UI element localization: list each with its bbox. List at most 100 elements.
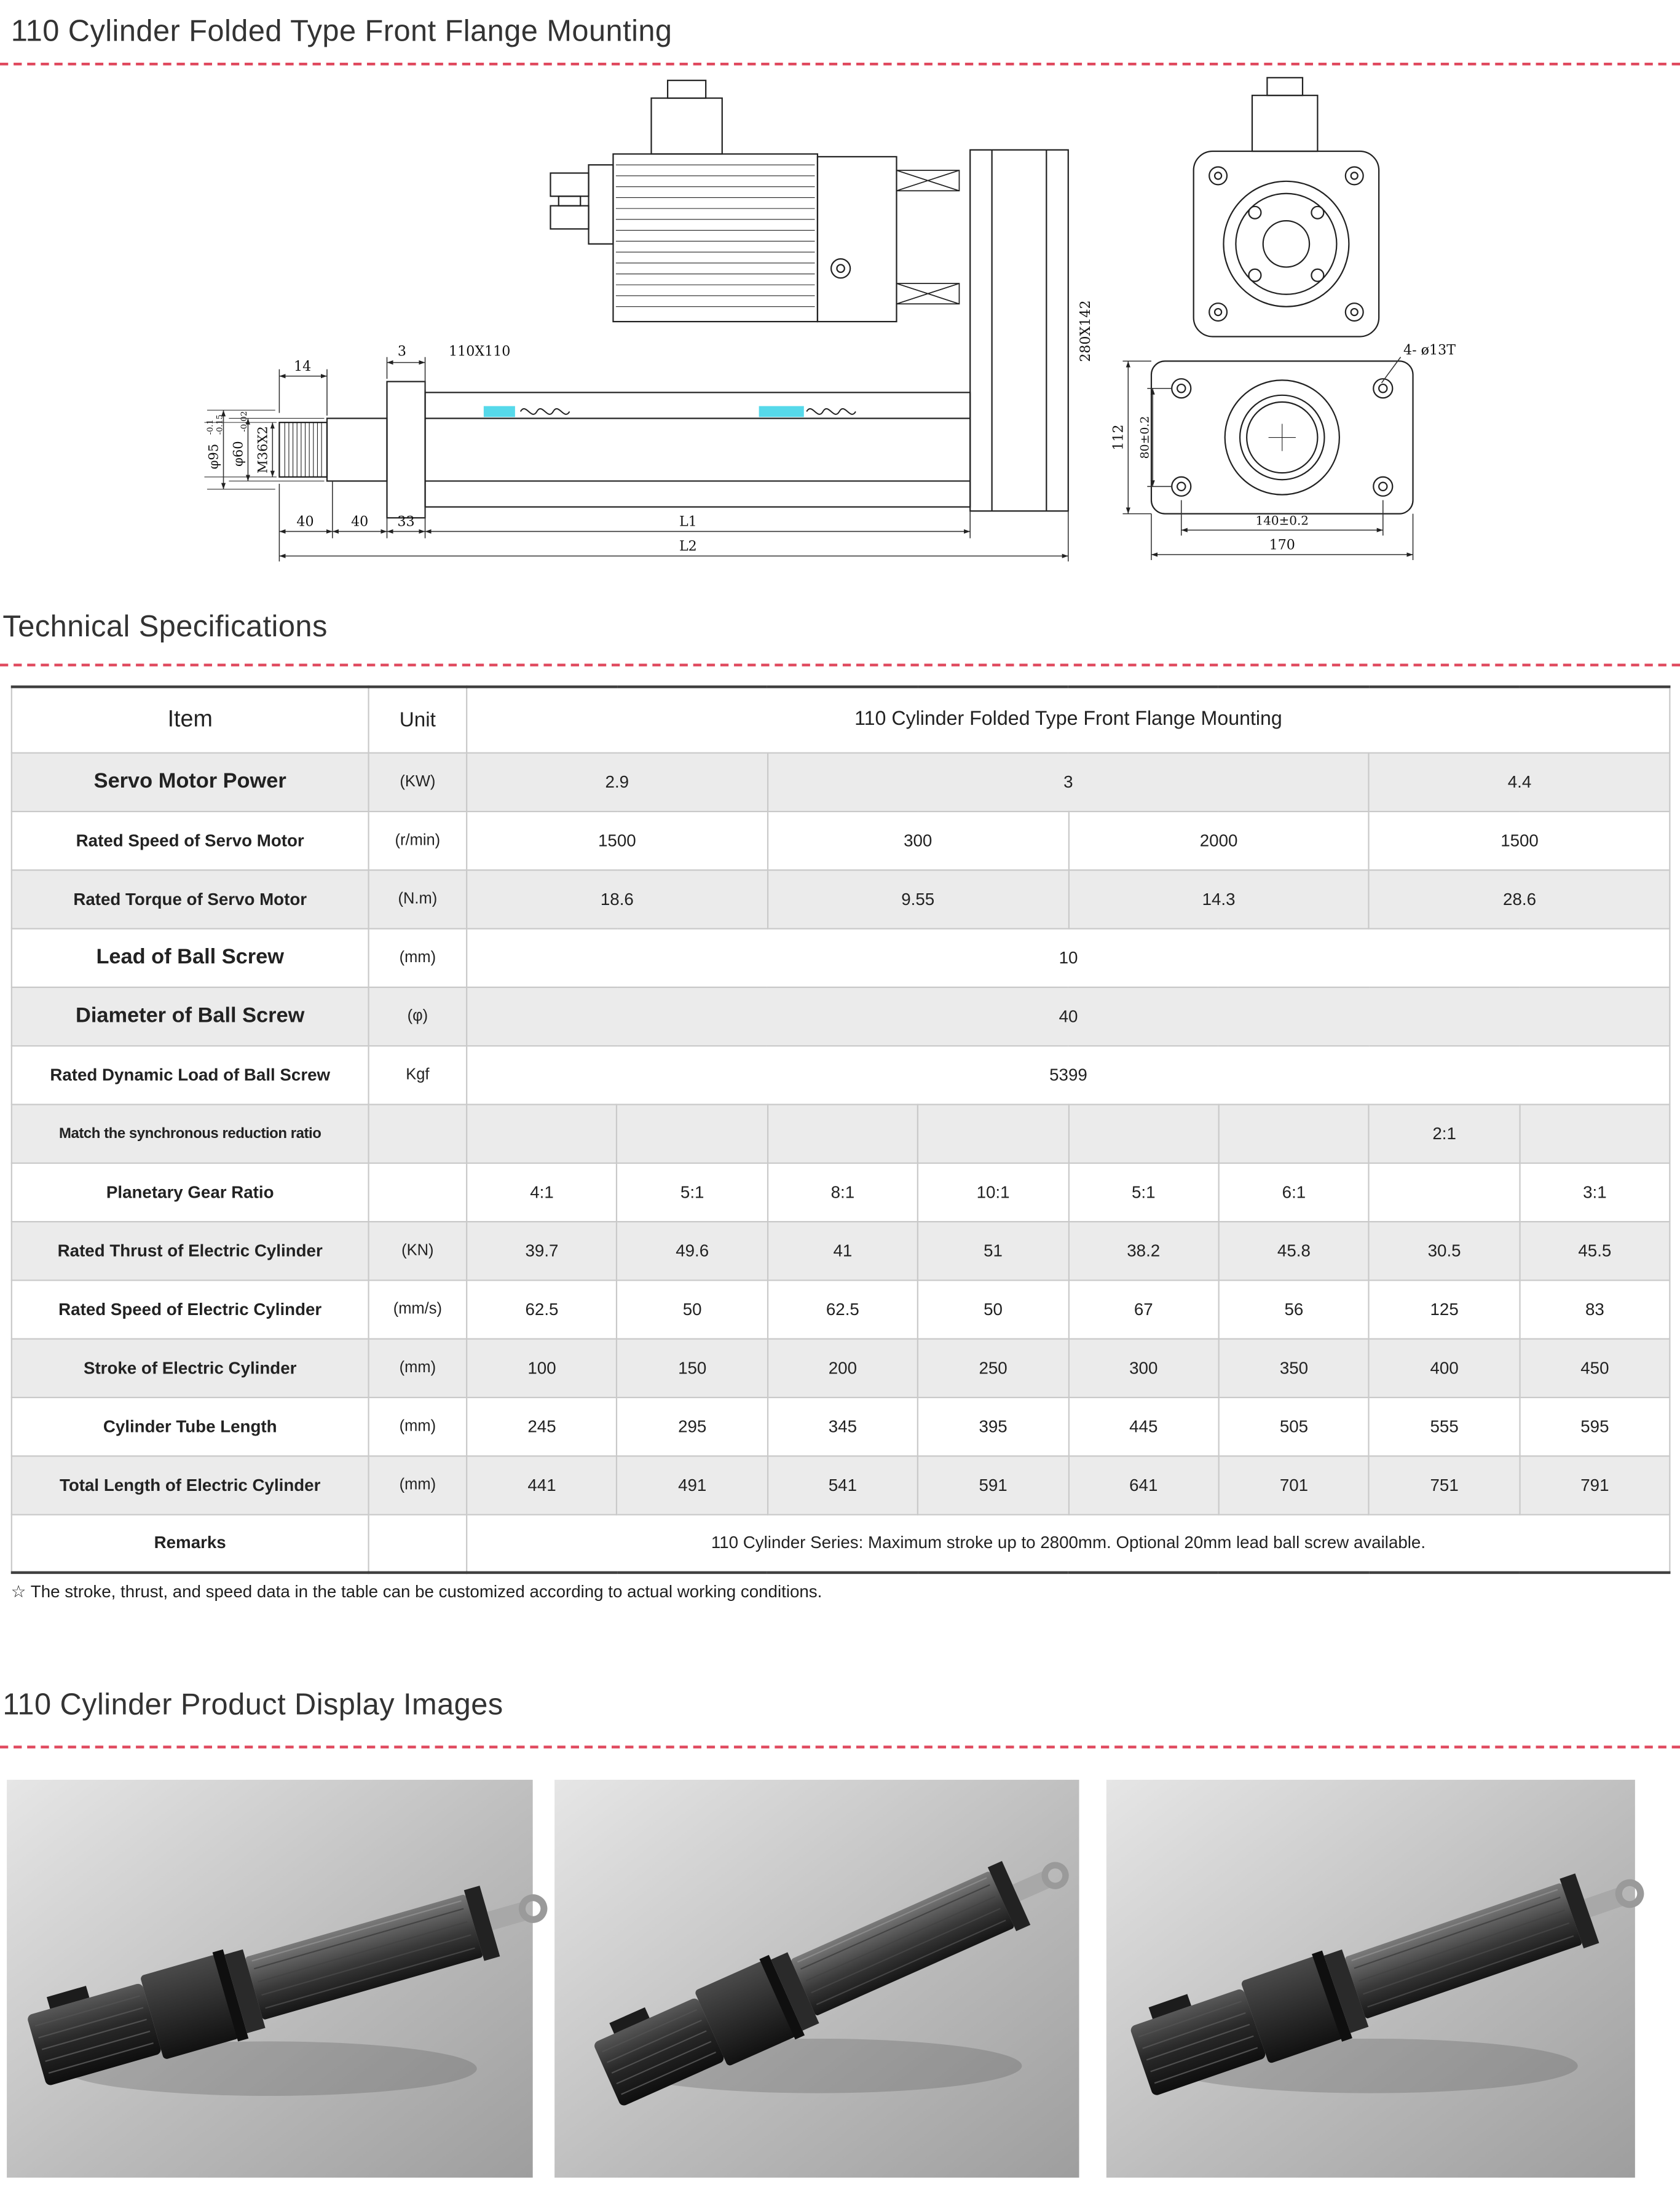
value-cell: 2.9 — [466, 751, 768, 812]
value-cell: 6:1 — [1218, 1161, 1370, 1222]
dim-rod-thread-length: 14 — [294, 358, 311, 374]
value-cell: 110 Cylinder Series: Maximum stroke up t… — [466, 1513, 1671, 1573]
side-view-motor-face — [1193, 77, 1380, 338]
value-cell: 45.8 — [1218, 1220, 1370, 1281]
value-cell: 56 — [1218, 1279, 1370, 1339]
seal-highlight-left — [483, 406, 515, 417]
row-label: Rated Dynamic Load of Ball Screw — [10, 1044, 369, 1105]
value-cell: 701 — [1218, 1455, 1370, 1515]
value-cell: 591 — [917, 1455, 1070, 1515]
value-cell: 39.7 — [466, 1220, 618, 1281]
spec-row-7: Match the synchronous reduction ratio 2:1 — [10, 1103, 1671, 1163]
row-unit: (mm) — [368, 1455, 468, 1515]
dim-l1: L1 — [679, 514, 697, 530]
row-unit: Kgf — [368, 1044, 468, 1105]
row-unit: (mm) — [368, 1396, 468, 1456]
row-label: Remarks — [10, 1513, 369, 1573]
front-view-dimension-lines — [204, 357, 1069, 562]
value-cell: 1500 — [466, 810, 768, 871]
dim-33: 33 — [397, 514, 414, 530]
dim-tube-section: 110X110 — [449, 344, 510, 360]
row-unit: (r/min) — [368, 810, 468, 871]
value-cell: 18.6 — [466, 869, 768, 929]
side-view-front-flange — [1150, 360, 1414, 515]
row-label: Rated Torque of Servo Motor — [10, 869, 369, 929]
value-cell: 445 — [1067, 1396, 1220, 1456]
row-unit: (mm) — [368, 1337, 468, 1398]
value-cell: 300 — [1067, 1337, 1220, 1398]
value-cell: 5399 — [466, 1044, 1671, 1105]
spec-row-14: Remarks 110 Cylinder Series: Maximum stro… — [10, 1513, 1671, 1573]
row-unit: (mm) — [368, 927, 468, 987]
row-unit: (mm/s) — [368, 1279, 468, 1339]
value-cell: 41 — [767, 1220, 919, 1281]
dim-bolt-spacing-vertical: 80±0.2 — [1139, 416, 1152, 459]
value-cell: 1500 — [1368, 810, 1671, 871]
row-label: Planetary Gear Ratio — [10, 1161, 369, 1222]
row-label: Match the synchronous reduction ratio — [10, 1103, 369, 1163]
value-cell: 45.5 — [1518, 1220, 1671, 1281]
value-cell: 295 — [616, 1396, 768, 1456]
divider-rule-top — [0, 62, 1680, 66]
row-unit: (KN) — [368, 1220, 468, 1281]
value-cell: 4:1 — [466, 1161, 618, 1222]
header-unit: Unit — [368, 686, 468, 753]
row-label: Servo Motor Power — [10, 751, 369, 812]
display-heading: 110 Cylinder Product Display Images — [2, 1687, 503, 1721]
row-label: Rated Speed of Servo Motor — [10, 810, 369, 871]
value-cell: 641 — [1067, 1455, 1220, 1515]
spec-row-9: Rated Thrust of Electric Cylinder(KN)39.… — [10, 1220, 1671, 1281]
value-cell: 2:1 — [1368, 1103, 1521, 1163]
value-cell: 49.6 — [616, 1220, 768, 1281]
value-cell: 345 — [767, 1396, 919, 1456]
product-display-images — [0, 1779, 1680, 2178]
dim-flange-thickness: 3 — [398, 344, 406, 360]
value-cell — [616, 1103, 768, 1163]
header-series-title: 110 Cylinder Folded Type Front Flange Mo… — [466, 686, 1671, 753]
specs-heading: Technical Specifications — [2, 609, 328, 644]
spec-table: Item Unit 110 Cylinder Folded Type Front… — [10, 685, 1671, 1575]
value-cell: 300 — [767, 810, 1070, 871]
dim-40-second: 40 — [351, 514, 368, 530]
technical-drawing: 14 3 110X110 280X142 M36X2 φ60 -0.02 φ95… — [0, 75, 1680, 593]
value-cell: 791 — [1518, 1455, 1671, 1515]
dim-thread-spec: M36X2 — [254, 426, 270, 473]
seal-highlight-right — [759, 406, 804, 417]
value-cell: 2000 — [1067, 810, 1370, 871]
row-unit — [368, 1103, 468, 1163]
value-cell: 10 — [466, 927, 1671, 987]
value-cell: 67 — [1067, 1279, 1220, 1339]
value-cell: 38.2 — [1067, 1220, 1220, 1281]
side-view-dimension-lines — [1122, 357, 1414, 560]
value-cell: 595 — [1518, 1396, 1671, 1456]
value-cell: 555 — [1368, 1396, 1521, 1456]
row-unit: (φ) — [368, 986, 468, 1046]
spec-table-header-row: Item Unit 110 Cylinder Folded Type Front… — [10, 686, 1671, 753]
spec-row-13: Total Length of Electric Cylinder(mm)441… — [10, 1455, 1671, 1515]
value-cell: 125 — [1368, 1279, 1521, 1339]
value-cell: 3:1 — [1518, 1161, 1671, 1222]
dim-40-first: 40 — [296, 514, 314, 530]
dim-plate-section: 280X142 — [1078, 300, 1094, 362]
header-item: Item — [10, 686, 369, 753]
value-cell — [1368, 1161, 1521, 1222]
dim-pilot-diameter: φ95 — [206, 444, 221, 470]
row-unit: (N.m) — [368, 869, 468, 929]
value-cell: 9.55 — [767, 869, 1070, 929]
dim-pilot-tolerance-upper: -0.1 — [206, 419, 215, 435]
row-label: Stroke of Electric Cylinder — [10, 1337, 369, 1398]
value-cell: 14.3 — [1067, 869, 1370, 929]
row-unit — [368, 1513, 468, 1573]
value-cell — [917, 1103, 1070, 1163]
front-view — [278, 79, 1069, 519]
value-cell: 441 — [466, 1455, 618, 1515]
value-cell: 200 — [767, 1337, 919, 1398]
value-cell: 28.6 — [1368, 869, 1671, 929]
